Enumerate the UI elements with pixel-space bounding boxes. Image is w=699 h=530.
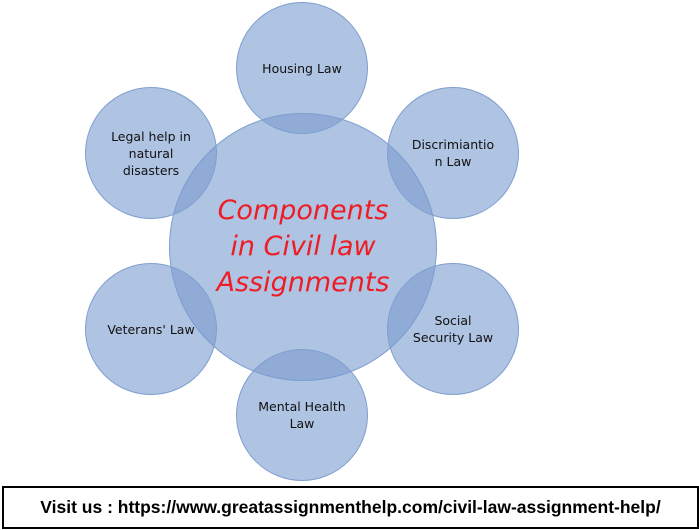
component-label: Housing Law	[262, 60, 342, 76]
component-circle-mental-health-law: Mental Health Law	[236, 349, 368, 481]
component-circle-discrimination-law: Discrimiantio n Law	[387, 87, 519, 219]
component-label: Legal help in natural disasters	[111, 128, 191, 178]
center-title: Components in Civil law Assignments	[216, 195, 390, 298]
footer-banner: Visit us : https://www.greatassignmenthe…	[2, 486, 699, 529]
component-circle-veterans-law: Veterans' Law	[85, 263, 217, 395]
component-label: Mental Health Law	[258, 399, 346, 431]
component-label: Veterans' Law	[107, 321, 195, 337]
component-circle-housing-law: Housing Law	[236, 2, 368, 134]
component-circle-legal-help-natural-disasters: Legal help in natural disasters	[85, 87, 217, 219]
component-circle-social-security-law: Social Security Law	[387, 263, 519, 395]
footer-link-text[interactable]: Visit us : https://www.greatassignmenthe…	[40, 497, 661, 517]
components-diagram: Components in Civil law Assignments Hous…	[85, 2, 519, 481]
component-label: Social Security Law	[412, 313, 494, 345]
component-label: Discrimiantio n Law	[411, 137, 495, 169]
